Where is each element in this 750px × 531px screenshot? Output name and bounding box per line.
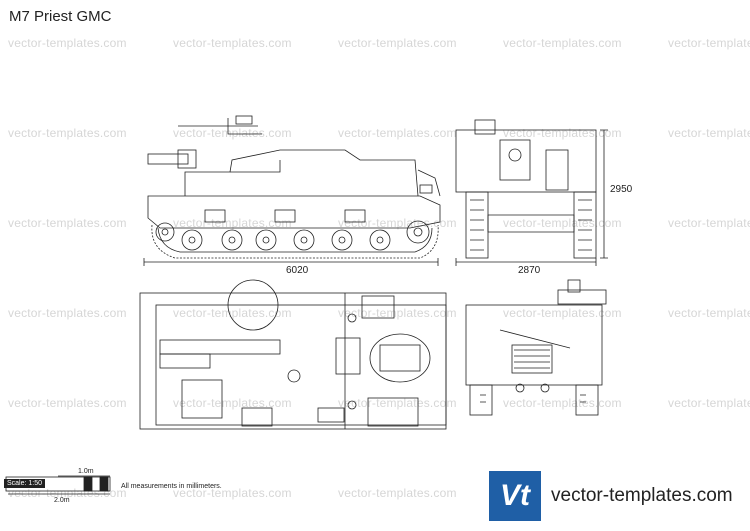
site-name[interactable]: vector-templates.com bbox=[551, 485, 733, 506]
vt-logo[interactable]: Vt bbox=[489, 471, 541, 521]
watermark-text: vector-templates.com bbox=[173, 396, 292, 410]
watermark-text: vector-templates.com bbox=[8, 216, 127, 230]
front-view bbox=[455, 119, 608, 266]
top-view bbox=[139, 279, 447, 430]
scale-tick-2m: 2.0m bbox=[54, 497, 70, 504]
side-view bbox=[143, 115, 441, 266]
watermark-text: vector-templates.com bbox=[503, 216, 622, 230]
width-dimension: 2870 bbox=[518, 265, 541, 276]
watermark-text: vector-templates.com bbox=[503, 36, 622, 50]
watermark-text: vector-templates.com bbox=[338, 306, 457, 320]
watermark-text: vector-templates.com bbox=[8, 396, 127, 410]
scale-tick-1m: 1.0m bbox=[78, 468, 94, 475]
rear-view bbox=[465, 279, 607, 416]
watermark-text: vector-templates.com bbox=[8, 486, 127, 500]
length-dimension: 6020 bbox=[286, 265, 309, 276]
watermark-text: vector-templates.com bbox=[338, 486, 457, 500]
watermark-text: vector-templates.com bbox=[668, 216, 750, 230]
watermark-text: vector-templates.com bbox=[338, 126, 457, 140]
watermark-text: vector-templates.com bbox=[668, 126, 750, 140]
watermark-text: vector-templates.com bbox=[503, 396, 622, 410]
watermark-text: vector-templates.com bbox=[338, 216, 457, 230]
watermark-text: vector-templates.com bbox=[173, 486, 292, 500]
measurement-note: All measurements in millimeters. bbox=[121, 483, 222, 490]
watermark-text: vector-templates.com bbox=[8, 36, 127, 50]
watermark-text: vector-templates.com bbox=[173, 36, 292, 50]
scale-label: Scale: 1:50 bbox=[4, 479, 46, 488]
watermark-text: vector-templates.com bbox=[668, 396, 750, 410]
watermark-text: vector-templates.com bbox=[338, 36, 457, 50]
page-title: M7 Priest GMC bbox=[9, 8, 112, 25]
watermark-text: vector-templates.com bbox=[173, 126, 292, 140]
watermark-text: vector-templates.com bbox=[8, 306, 127, 320]
watermark-text: vector-templates.com bbox=[503, 306, 622, 320]
height-dimension: 2950 bbox=[610, 184, 633, 195]
road-wheels bbox=[155, 220, 430, 251]
watermark-text: vector-templates.com bbox=[173, 216, 292, 230]
side-bogies bbox=[204, 209, 366, 223]
watermark-text: vector-templates.com bbox=[668, 306, 750, 320]
watermark-text: vector-templates.com bbox=[668, 36, 750, 50]
watermark-text: vector-templates.com bbox=[503, 126, 622, 140]
watermark-text: vector-templates.com bbox=[173, 306, 292, 320]
watermark-text: vector-templates.com bbox=[8, 126, 127, 140]
